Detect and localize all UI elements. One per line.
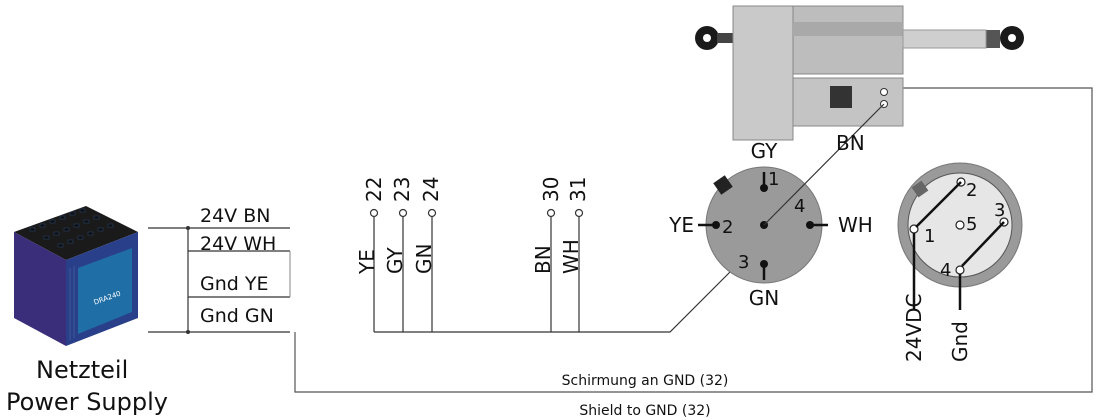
connector-left-pin-2: 2 (722, 217, 733, 238)
terminal-block: 22 23 24 30 31 YE GY GN BN WH (355, 177, 731, 333)
connector-right: 2 1 5 3 4 24VDC Gnd (897, 162, 1023, 363)
connector-left-pin-4: 4 (794, 196, 805, 217)
terminal-number-24: 24 (419, 177, 443, 202)
terminal-number-23: 23 (390, 177, 414, 202)
shield-wire (294, 87, 1093, 393)
terminal-number-22: 22 (362, 177, 386, 202)
connector-left-pin-1: 1 (768, 169, 779, 190)
connector-left-label-ye: YE (668, 213, 694, 237)
connector-right-label-24vdc: 24VDC (902, 294, 926, 363)
linear-actuator (695, 5, 1024, 141)
psu-output-gnd-gn: Gnd GN (200, 305, 274, 327)
terminal-number-30: 30 (539, 177, 563, 202)
power-supply-icon: DRA240 (14, 206, 138, 346)
terminal-31 (574, 208, 584, 218)
connector-left-pin-3: 3 (738, 252, 749, 273)
connector-left-label-wh: WH (838, 213, 873, 237)
connector-left-label-gy: GY (751, 139, 779, 163)
psu-title-en: Power Supply (6, 388, 168, 416)
psu-output-24v-wh: 24V WH (200, 233, 276, 255)
connector-right-label-gnd: Gnd (948, 321, 972, 362)
terminal-24 (427, 208, 437, 218)
connector-right-pin-3: 3 (994, 200, 1005, 221)
connector-right-pin-2: 2 (966, 180, 977, 201)
connector-left-label-gn: GN (749, 286, 779, 310)
wire-label-wh: WH (559, 239, 583, 274)
connector-right-pin-4: 4 (940, 260, 951, 281)
shield-label-de: Schirmung an GND (32) (562, 373, 729, 389)
connector-left: 1 2 3 4 GY YE WH GN BN (668, 103, 885, 310)
wire-label-bn: BN (531, 245, 555, 274)
connector-left-label-bn: BN (836, 131, 865, 155)
terminal-22 (369, 208, 379, 218)
wire-label-gy: GY (383, 246, 407, 274)
psu-output-24v-bn: 24V BN (200, 205, 270, 227)
connector-right-pin-1: 1 (924, 226, 935, 247)
wire-label-ye: YE (355, 249, 379, 275)
psu-output-gnd-ye: Gnd YE (200, 273, 268, 295)
psu-output-lines (148, 227, 291, 333)
connector-right-pin-5: 5 (966, 214, 977, 235)
terminal-23 (398, 208, 408, 218)
psu-title-de: Netzteil (36, 356, 128, 384)
terminal-30 (546, 208, 556, 218)
terminal-number-31: 31 (566, 177, 590, 202)
wire-label-gn: GN (412, 244, 436, 274)
shield-label-en: Shield to GND (32) (579, 403, 710, 419)
